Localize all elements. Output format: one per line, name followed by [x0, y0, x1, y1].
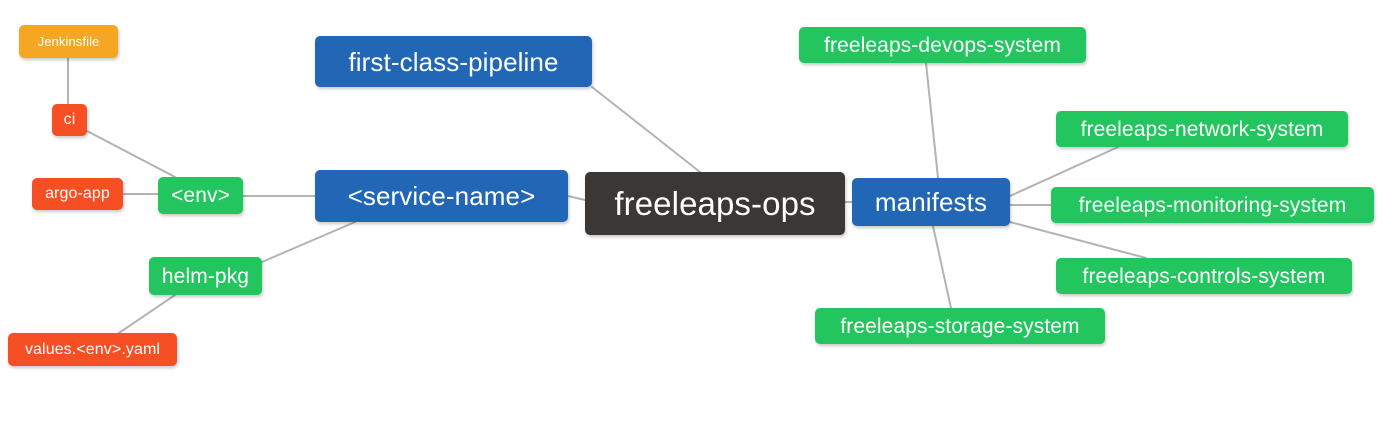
edge-ci-to-env [86, 130, 176, 178]
node-service-name[interactable]: <service-name> [315, 170, 568, 222]
edge-manifests-to-freeleaps-storage-system [932, 225, 952, 309]
node-label-manifests: manifests [874, 187, 988, 217]
node-label-service-name: <service-name> [347, 181, 536, 211]
node-label-values-env-yaml: values.<env>.yaml [24, 340, 161, 358]
node-helm-pkg[interactable]: helm-pkg [149, 257, 262, 295]
node-values-env-yaml[interactable]: values.<env>.yaml [8, 333, 177, 366]
node-freeleaps-devops-system[interactable]: freeleaps-devops-system [799, 27, 1086, 63]
node-manifests[interactable]: manifests [852, 178, 1010, 226]
edge-helm-pkg-to-values-env-yaml [118, 294, 176, 334]
node-label-first-class-pipeline: first-class-pipeline [348, 46, 559, 77]
edge-service-name-to-helm-pkg [261, 221, 356, 263]
node-ci[interactable]: ci [52, 104, 87, 136]
node-first-class-pipeline[interactable]: first-class-pipeline [315, 36, 592, 87]
edge-service-name-to-freeleaps-ops [567, 195, 586, 201]
node-label-freeleaps-controls-system: freeleaps-controls-system [1082, 264, 1326, 288]
node-freeleaps-monitoring-system[interactable]: freeleaps-monitoring-system [1051, 187, 1374, 223]
node-label-freeleaps-ops: freeleaps-ops [614, 185, 816, 222]
node-label-env: <env> [171, 184, 230, 207]
edge-manifests-to-freeleaps-controls-system [1009, 221, 1147, 259]
node-label-freeleaps-monitoring-system: freeleaps-monitoring-system [1078, 193, 1347, 217]
edge-manifests-to-freeleaps-devops-system [925, 62, 939, 179]
node-jenkinsfile[interactable]: Jenkinsfile [19, 25, 118, 58]
node-freeleaps-storage-system[interactable]: freeleaps-storage-system [815, 308, 1105, 344]
node-label-freeleaps-storage-system: freeleaps-storage-system [840, 314, 1080, 338]
node-freeleaps-ops[interactable]: freeleaps-ops [585, 172, 845, 235]
node-freeleaps-network-system[interactable]: freeleaps-network-system [1056, 111, 1348, 147]
node-label-freeleaps-devops-system: freeleaps-devops-system [824, 33, 1061, 57]
node-argo-app[interactable]: argo-app [32, 178, 123, 210]
node-label-ci: ci [63, 111, 76, 128]
edge-first-class-pipeline-to-freeleaps-ops [591, 86, 701, 173]
node-label-freeleaps-network-system: freeleaps-network-system [1080, 117, 1324, 141]
node-label-helm-pkg: helm-pkg [161, 264, 250, 288]
node-label-argo-app: argo-app [45, 185, 110, 202]
node-env[interactable]: <env> [158, 177, 243, 214]
node-freeleaps-controls-system[interactable]: freeleaps-controls-system [1056, 258, 1352, 294]
node-label-jenkinsfile: Jenkinsfile [37, 34, 100, 49]
